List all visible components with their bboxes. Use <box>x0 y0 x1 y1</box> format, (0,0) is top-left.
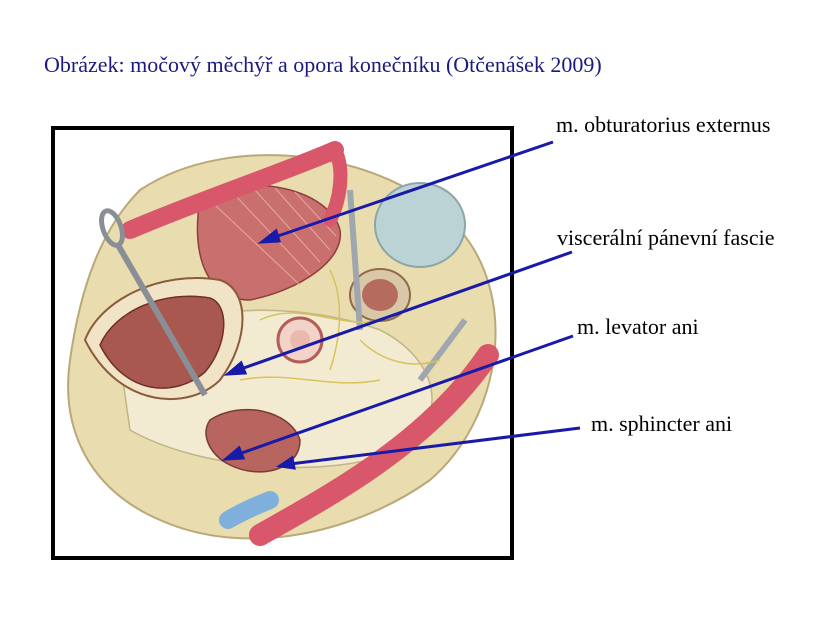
pointer-sphincter <box>289 426 581 466</box>
vein-lower <box>219 491 279 529</box>
artery-lower <box>249 344 499 546</box>
arrowhead-levator <box>221 445 246 461</box>
figure-title: Obrázek: močový měchýř a opora konečníku… <box>44 52 602 77</box>
arrowhead-fascie <box>223 360 248 376</box>
pointer-obturatorius <box>271 140 554 240</box>
arrowhead-sphincter <box>275 455 296 470</box>
nerves <box>239 269 441 384</box>
probe-lower <box>417 318 468 382</box>
organ-right-lumen <box>362 279 398 311</box>
artery-branch <box>323 143 348 227</box>
label-fascie: viscerální pánevní fascie <box>557 225 775 250</box>
femoral-head <box>374 182 466 268</box>
pointer-levator <box>235 334 574 457</box>
pointer-fascie <box>237 250 573 372</box>
retractor-instrument <box>99 208 208 397</box>
probe-right <box>347 189 363 331</box>
label-obturatorius: m. obturatorius externus <box>556 112 771 137</box>
label-levator: m. levator ani <box>577 314 699 339</box>
pointer-lines <box>221 140 581 470</box>
arrowhead-obturatorius <box>257 228 281 244</box>
artery-upper <box>121 141 344 239</box>
label-sphincter: m. sphincter ani <box>591 411 733 436</box>
bladder-wall <box>99 295 225 389</box>
